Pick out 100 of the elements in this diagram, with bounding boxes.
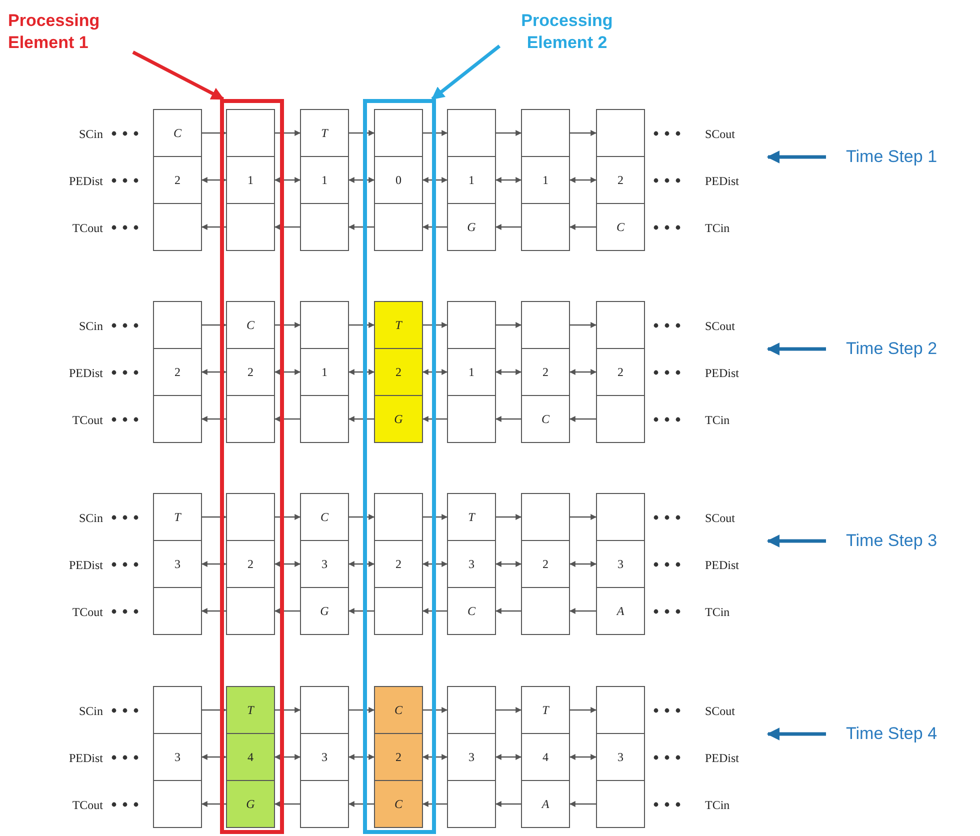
arrow — [570, 514, 597, 520]
register-cell — [447, 395, 496, 443]
register-cell — [153, 780, 202, 828]
signal-name: PEDist — [68, 172, 103, 188]
arrow — [202, 322, 227, 328]
arrow — [348, 224, 374, 230]
arrow — [348, 801, 374, 807]
signal-name: SCout — [705, 126, 736, 142]
register-cell: C — [226, 301, 275, 349]
register-cell — [226, 203, 275, 251]
arrow — [569, 561, 597, 567]
register-cell: T — [374, 301, 423, 349]
signal-name: PEDist — [705, 364, 740, 380]
arrow — [348, 369, 375, 375]
arrow — [570, 707, 597, 713]
register-cell: 3 — [300, 733, 349, 781]
register-cell: 3 — [596, 540, 645, 588]
arrow — [348, 561, 375, 567]
arrow — [274, 416, 300, 422]
register-cell: C — [596, 203, 645, 251]
register-cell — [374, 203, 423, 251]
register-cell: 3 — [300, 540, 349, 588]
register-cell — [596, 395, 645, 443]
register-cell: 2 — [153, 156, 202, 204]
register-cell: 2 — [374, 733, 423, 781]
signal-name: TCout — [72, 796, 103, 812]
arrow — [422, 416, 447, 422]
register-cell: 3 — [153, 540, 202, 588]
register-cell — [153, 203, 202, 251]
register-cell — [300, 780, 349, 828]
arrow — [349, 707, 375, 713]
register-cell — [300, 395, 349, 443]
time-step-label: Time Step 2 — [846, 337, 974, 361]
register-cell: C — [521, 395, 570, 443]
register-cell — [521, 109, 570, 157]
register-cell — [596, 301, 645, 349]
arrow — [569, 224, 596, 230]
signal-name: TCin — [705, 796, 730, 812]
arrow — [766, 150, 826, 164]
arrow — [766, 342, 826, 356]
register-cell: T — [521, 686, 570, 734]
arrow — [495, 754, 522, 760]
register-cell — [521, 493, 570, 541]
arrow — [423, 514, 448, 520]
register-cell: 2 — [153, 348, 202, 396]
register-cell — [374, 493, 423, 541]
arrow — [496, 707, 522, 713]
register-cell: 3 — [447, 733, 496, 781]
register-cell — [596, 780, 645, 828]
arrow — [201, 754, 227, 760]
register-cell: 2 — [521, 540, 570, 588]
arrow — [569, 177, 597, 183]
register-cell: A — [596, 587, 645, 635]
arrow — [422, 754, 448, 760]
arrow — [496, 130, 522, 136]
register-cell — [374, 587, 423, 635]
register-cell — [226, 109, 275, 157]
arrow — [201, 224, 226, 230]
arrow — [348, 754, 375, 760]
register-cell: C — [374, 686, 423, 734]
arrow — [570, 130, 597, 136]
register-cell: 4 — [226, 733, 275, 781]
register-cell — [153, 686, 202, 734]
arrow — [495, 369, 522, 375]
processing-element-frame — [220, 99, 284, 834]
signal-name: SCout — [705, 702, 736, 718]
arrow — [274, 369, 301, 375]
arrow — [202, 130, 227, 136]
arrow — [202, 707, 227, 713]
signal-name: SCin — [78, 702, 103, 718]
register-cell — [300, 301, 349, 349]
time-step-label: Time Step 1 — [846, 145, 974, 169]
arrow — [201, 608, 226, 614]
register-cell — [226, 493, 275, 541]
register-cell: 0 — [374, 156, 423, 204]
arrow — [495, 224, 521, 230]
signal-name: SCin — [78, 126, 103, 142]
arrow — [422, 801, 447, 807]
register-cell: 2 — [226, 348, 275, 396]
signal-name: PEDist — [68, 750, 103, 766]
arrow — [423, 130, 448, 136]
register-cell: C — [374, 780, 423, 828]
arrow — [349, 514, 375, 520]
arrow — [766, 534, 826, 548]
register-cell: C — [153, 109, 202, 157]
arrow — [274, 608, 300, 614]
signal-name: TCin — [705, 604, 730, 620]
register-cell: C — [300, 493, 349, 541]
arrow — [202, 514, 227, 520]
arrow — [569, 416, 596, 422]
arrow — [422, 369, 448, 375]
register-cell: 1 — [447, 348, 496, 396]
register-cell — [226, 395, 275, 443]
arrow — [201, 561, 227, 567]
arrow — [275, 322, 301, 328]
arrow — [766, 728, 826, 740]
arrow — [495, 608, 521, 614]
arrow — [422, 177, 448, 183]
signal-name: TCin — [705, 412, 730, 428]
register-cell: A — [521, 780, 570, 828]
